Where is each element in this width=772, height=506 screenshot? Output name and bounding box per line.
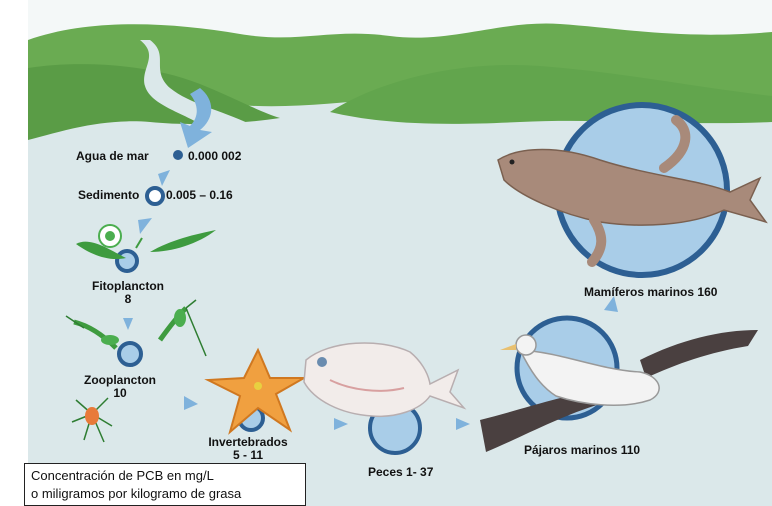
legend-line-2: o miligramos por kilogramo de grasa: [31, 485, 305, 503]
legend-box: Concentración de PCB en mg/L o miligramo…: [24, 463, 306, 506]
marine-mammals-value: 160: [697, 285, 717, 299]
fish-label: Peces 1- 37: [368, 466, 433, 479]
fish-value: 1- 37: [406, 465, 433, 479]
seawater-label: Agua de mar: [76, 150, 149, 163]
legend-line-1: Concentración de PCB en mg/L: [31, 467, 305, 485]
seawater-name: Agua de mar: [76, 149, 149, 163]
seabirds-label: Pájaros marinos 110: [524, 444, 640, 457]
seawater-value: 0.000 002: [188, 150, 241, 163]
fish-name: Peces: [368, 465, 403, 479]
zooplankton-circle: [119, 343, 141, 365]
invertebrates-label: Invertebrados 5 - 11: [200, 436, 296, 462]
sediment-circle: [147, 188, 163, 204]
zooplankton-label: Zooplancton 10: [80, 374, 160, 400]
seabirds-value: 110: [621, 443, 640, 457]
phytoplankton-label: Fitoplancton 8: [88, 280, 168, 306]
phytoplankton-circle: [117, 251, 137, 271]
sediment-value: 0.005 – 0.16: [166, 189, 233, 202]
seawater-circle: [173, 150, 183, 160]
marine-mammals-name: Mamíferos marinos: [584, 285, 694, 299]
phytoplankton-value: 8: [88, 293, 168, 306]
invertebrates-value: 5 - 11: [200, 449, 296, 462]
marine-mammals-label: Mamíferos marinos 160: [584, 286, 717, 299]
zooplankton-value: 10: [80, 387, 160, 400]
seabirds-name: Pájaros marinos: [524, 443, 617, 457]
sediment-name: Sedimento: [78, 189, 139, 202]
